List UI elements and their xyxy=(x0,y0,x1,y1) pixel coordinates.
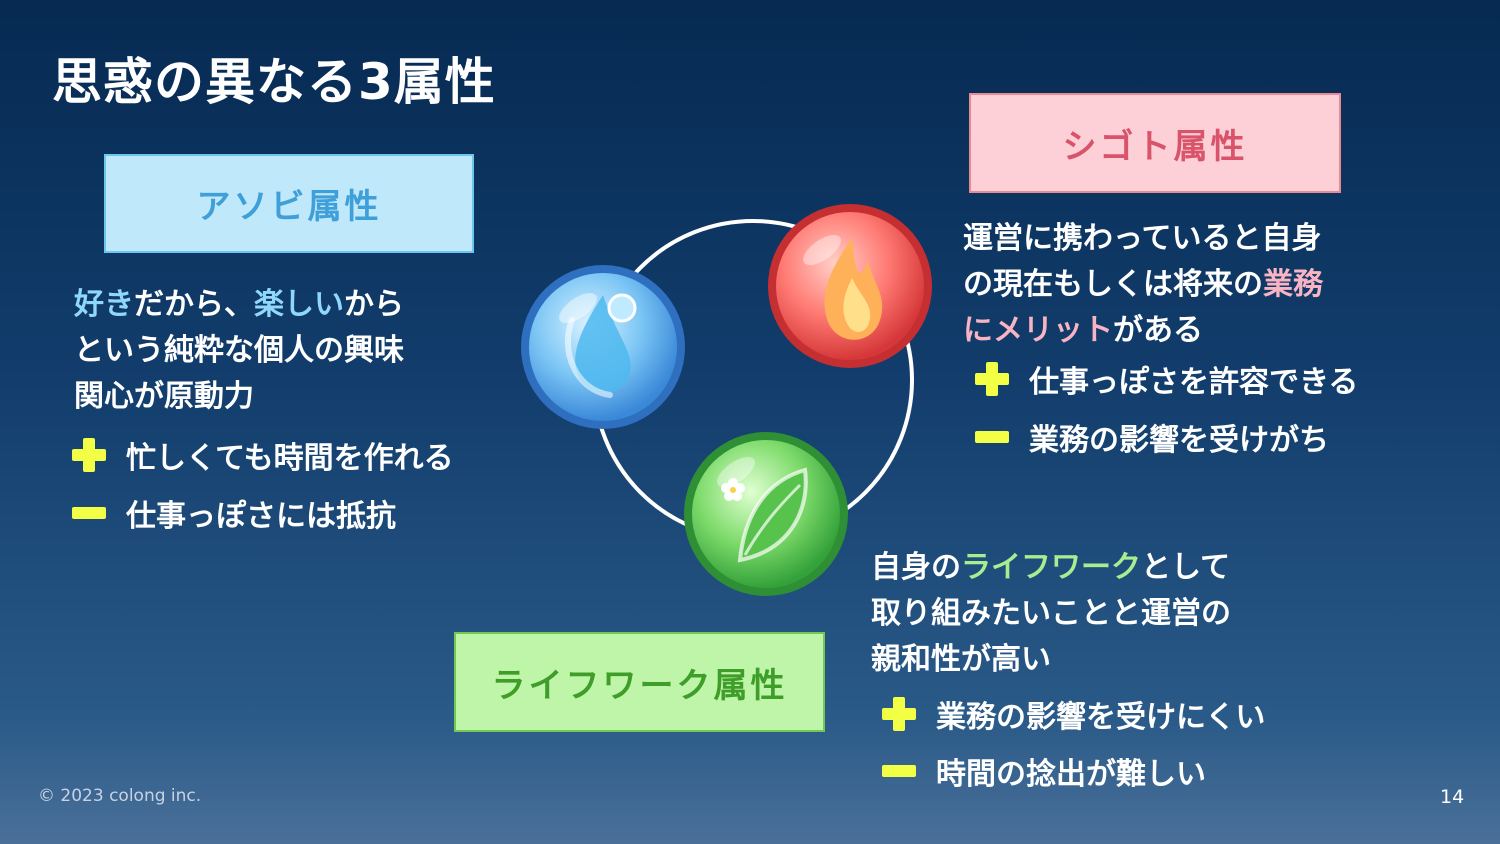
shigoto-minus-text: 業務の影響を受けがち xyxy=(1029,423,1329,458)
attribute-cycle-diagram xyxy=(521,204,932,596)
leaf-orb-icon xyxy=(684,432,848,596)
lifework-desc-line-1: 自身のライフワークとして xyxy=(871,550,1231,585)
page-number: 14 xyxy=(1440,786,1465,808)
asobi-plus-text: 忙しくても時間を作れる xyxy=(126,441,454,476)
plus-icon xyxy=(973,360,1011,398)
fire-orb-icon xyxy=(768,204,932,368)
lifework-plus-text: 業務の影響を受けにくい xyxy=(936,700,1266,735)
asobi-desc-line-3: 関心が原動力 xyxy=(74,379,254,414)
asobi-description: 好きだから、楽しいから という純粋な個人の興味 関心が原動力 xyxy=(74,282,404,420)
shigoto-plus-item: 仕事っぽさを許容できる xyxy=(973,356,1358,402)
lifework-description: 自身のライフワークとして 取り組みたいことと運営の 親和性が高い xyxy=(871,545,1231,683)
lifework-desc-line-3: 親和性が高い xyxy=(871,642,1051,677)
shigoto-attribute-badge: シゴト属性 xyxy=(969,93,1341,193)
shigoto-description: 運営に携わっていると自身 の現在もしくは将来の業務 にメリットがある xyxy=(963,216,1323,354)
lifework-minus-text: 時間の捻出が難しい xyxy=(936,757,1206,792)
slide-title: 思惑の異なる3属性 xyxy=(52,53,496,111)
asobi-desc-line-1: 好きだから、楽しいから xyxy=(74,287,404,322)
asobi-minus-item: 仕事っぽさには抵抗 xyxy=(70,490,396,536)
lifework-desc-line-2: 取り組みたいことと運営の xyxy=(871,596,1231,631)
shigoto-minus-item: 業務の影響を受けがち xyxy=(973,414,1329,460)
copyright-footer: © 2023 colong inc. xyxy=(38,786,202,806)
shigoto-desc-line-2: の現在もしくは将来の業務 xyxy=(963,267,1323,302)
minus-icon xyxy=(70,494,108,532)
plus-icon xyxy=(70,436,108,474)
asobi-plus-item: 忙しくても時間を作れる xyxy=(70,432,454,478)
plus-icon xyxy=(880,695,918,733)
water-drop-orb-icon xyxy=(521,265,685,429)
minus-icon xyxy=(880,752,918,790)
shigoto-desc-line-3: にメリットがある xyxy=(963,313,1203,348)
lifework-minus-item: 時間の捻出が難しい xyxy=(880,748,1206,794)
shigoto-plus-text: 仕事っぽさを許容できる xyxy=(1029,365,1359,400)
shigoto-desc-line-1: 運営に携わっていると自身 xyxy=(963,221,1322,256)
minus-icon xyxy=(973,418,1011,456)
lifework-attribute-badge: ライフワーク属性 xyxy=(454,632,825,732)
asobi-attribute-badge: アソビ属性 xyxy=(104,154,474,253)
lifework-plus-item: 業務の影響を受けにくい xyxy=(880,691,1265,737)
asobi-minus-text: 仕事っぽさには抵抗 xyxy=(126,499,396,534)
asobi-desc-line-2: という純粋な個人の興味 xyxy=(74,333,404,368)
